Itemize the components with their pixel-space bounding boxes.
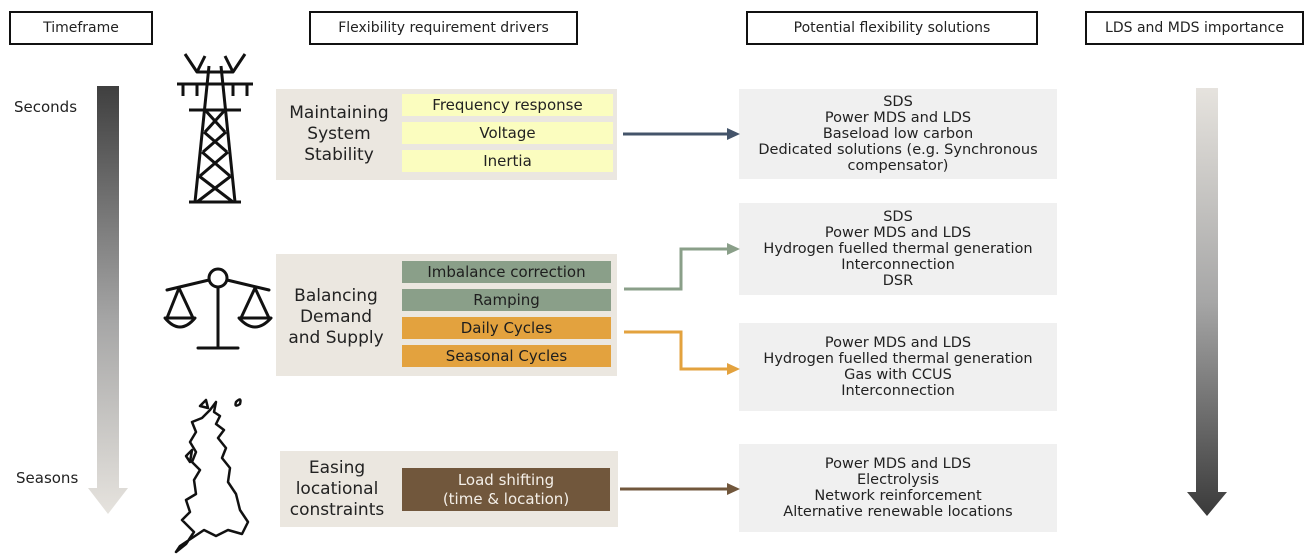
solution-box-balancing-fast: SDS Power MDS and LDS Hydrogen fuelled t… xyxy=(739,203,1057,295)
drivers-header: Flexibility requirement drivers xyxy=(309,11,578,45)
solution-box-stability: SDS Power MDS and LDS Baseload low carbo… xyxy=(739,89,1057,179)
solution-list-balancing-fast: SDS Power MDS and LDS Hydrogen fuelled t… xyxy=(763,209,1032,289)
solution-item: Baseload low carbon xyxy=(822,126,974,142)
solution-item: Power MDS and LDS xyxy=(824,456,972,472)
locational-panel-title: Easing locational constraints xyxy=(289,458,385,520)
solution-item: Power MDS and LDS xyxy=(824,225,972,241)
solution-item: Hydrogen fuelled thermal generation xyxy=(763,351,1033,367)
solution-box-locational: Power MDS and LDS Electrolysis Network r… xyxy=(739,444,1057,532)
timeframe-header: Timeframe xyxy=(9,11,153,45)
timescale-start-label: Seconds xyxy=(14,98,78,116)
solution-list-stability: SDS Power MDS and LDS Baseload low carbo… xyxy=(758,94,1037,174)
solution-item: Interconnection xyxy=(841,383,955,399)
solution-item: SDS xyxy=(883,209,913,225)
solution-item: Alternative renewable locations xyxy=(783,504,1013,520)
solution-item: DSR xyxy=(882,273,914,289)
timescale-end-label: Seasons xyxy=(16,469,79,487)
solution-box-balancing-cycles: Power MDS and LDS Hydrogen fuelled therm… xyxy=(739,323,1057,411)
arrow-stability xyxy=(623,128,740,140)
solution-item: Hydrogen fuelled thermal generation xyxy=(763,241,1033,257)
solution-item: SDS xyxy=(883,94,913,110)
driver-frequency-response: Frequency response xyxy=(402,94,613,116)
solution-list-locational: Power MDS and LDS Electrolysis Network r… xyxy=(783,456,1012,520)
scales-icon xyxy=(163,267,273,350)
arrow-balancing-cycles xyxy=(624,330,740,375)
driver-voltage: Voltage xyxy=(402,122,613,144)
arrow-balancing-fast xyxy=(624,243,740,291)
importance-header: LDS and MDS importance xyxy=(1085,11,1304,45)
solution-item: Electrolysis xyxy=(856,472,940,488)
solutions-header: Potential flexibility solutions xyxy=(746,11,1038,45)
balancing-panel-title: Balancing Demand and Supply xyxy=(288,286,384,348)
stability-panel-title: Maintaining System Stability xyxy=(289,103,389,165)
solution-list-balancing-cycles: Power MDS and LDS Hydrogen fuelled therm… xyxy=(763,335,1032,399)
driver-daily-cycles: Daily Cycles xyxy=(402,317,611,339)
solution-item: Dedicated solutions (e.g. Synchronous xyxy=(758,142,1038,158)
drivers-header-label: Flexibility requirement drivers xyxy=(338,20,549,36)
driver-inertia: Inertia xyxy=(402,150,613,172)
driver-imbalance-correction: Imbalance correction xyxy=(402,261,611,283)
timeframe-gradient-arrow xyxy=(88,86,128,514)
timeframe-header-label: Timeframe xyxy=(43,20,119,36)
importance-header-label: LDS and MDS importance xyxy=(1105,20,1284,36)
driver-ramping: Ramping xyxy=(402,289,611,311)
arrow-locational xyxy=(620,483,740,495)
solution-item: Network reinforcement xyxy=(814,488,982,504)
driver-seasonal-cycles: Seasonal Cycles xyxy=(402,345,611,367)
solution-item: Power MDS and LDS xyxy=(824,335,972,351)
solution-item: Gas with CCUS xyxy=(844,367,952,383)
solution-item: compensator) xyxy=(847,158,949,174)
great-britain-map-icon xyxy=(174,398,250,554)
importance-gradient-arrow xyxy=(1187,88,1227,516)
driver-load-shifting: Load shifting (time & location) xyxy=(402,468,610,511)
solution-item: Interconnection xyxy=(841,257,955,273)
pylon-icon xyxy=(177,53,253,204)
solution-item: Power MDS and LDS xyxy=(824,110,972,126)
solutions-header-label: Potential flexibility solutions xyxy=(793,20,991,36)
